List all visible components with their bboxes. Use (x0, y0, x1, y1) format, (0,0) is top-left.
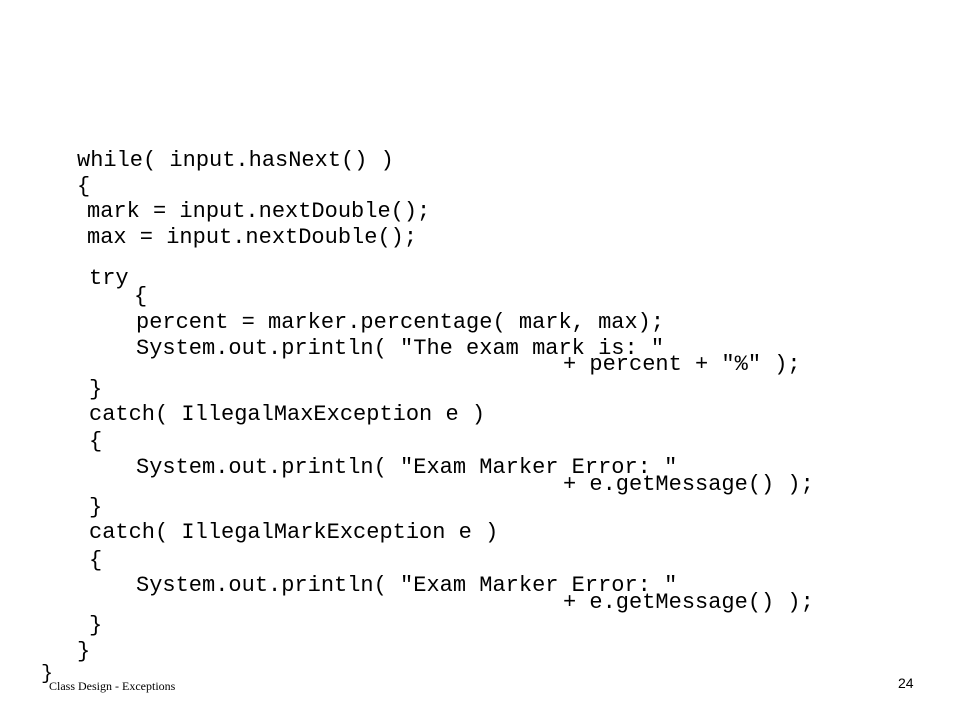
code-try-close-brace: } (89, 377, 103, 402)
code-line-max: max = input.nextDouble(); (87, 225, 418, 250)
code-line-println-exam-cont: + percent + "%" ); (563, 352, 801, 377)
footer-title: Class Design - Exceptions (49, 679, 176, 693)
code-catch-mark-open: { (89, 548, 103, 573)
code-line-println-error-max: System.out.println( "Exam Marker Error: … (136, 455, 678, 480)
code-open-brace-outer: { (77, 174, 91, 199)
code-try-keyword: try (89, 266, 129, 291)
code-try-open-brace: { (134, 284, 148, 309)
footer-brace: } (41, 663, 54, 686)
code-line-catch-max: catch( IllegalMaxException e ) (89, 402, 486, 427)
code-line-while: while( input.hasNext() ) (77, 148, 394, 173)
code-catch-max-open: { (89, 429, 103, 454)
code-catch-mark-close: } (89, 613, 103, 638)
code-line-println-error-mark: System.out.println( "Exam Marker Error: … (136, 573, 678, 598)
code-close-brace-outer: } (77, 639, 91, 664)
code-line-println-error-mark-cont: + e.getMessage() ); (563, 590, 814, 615)
code-line-percent: percent = marker.percentage( mark, max); (136, 310, 665, 335)
code-line-println-error-max-cont: + e.getMessage() ); (563, 472, 814, 497)
code-line-mark: mark = input.nextDouble(); (87, 199, 431, 224)
code-line-println-exam: System.out.println( "The exam mark is: " (136, 336, 665, 361)
code-line-catch-mark: catch( IllegalMarkException e ) (89, 520, 499, 545)
code-catch-max-close: } (89, 495, 103, 520)
page-number: 24 (898, 675, 914, 691)
